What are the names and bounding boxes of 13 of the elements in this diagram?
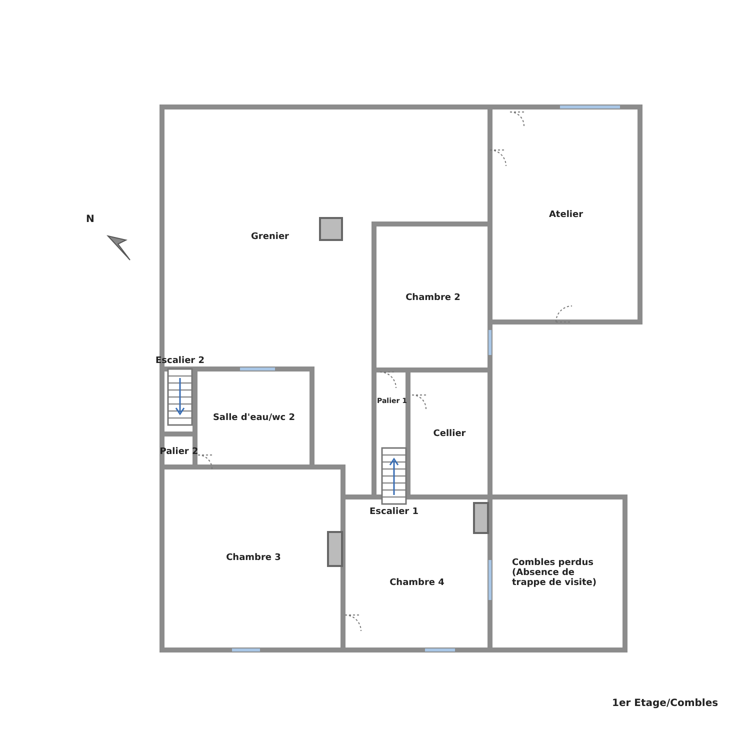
room-name: Atelier xyxy=(548,210,584,220)
room-name: Palier 2 xyxy=(160,447,198,457)
room-name: Chambre 3 xyxy=(226,553,281,563)
room-name: Salle d'eau/wc 2 xyxy=(212,413,296,423)
compass-label: N xyxy=(86,214,94,225)
plan-title: 1er Etage/Combles xyxy=(612,698,718,709)
room-name: Chambre 2 xyxy=(406,293,460,303)
room-name: Chambre 4 xyxy=(390,578,444,588)
room-name: Grenier xyxy=(251,232,289,242)
room-name: Escalier 1 xyxy=(369,507,419,517)
room-name: Cellier xyxy=(433,429,466,439)
room-name: Escalier 2 xyxy=(155,356,205,366)
room-name: Combles perdus (Absence de trappe de visite) xyxy=(512,558,598,588)
